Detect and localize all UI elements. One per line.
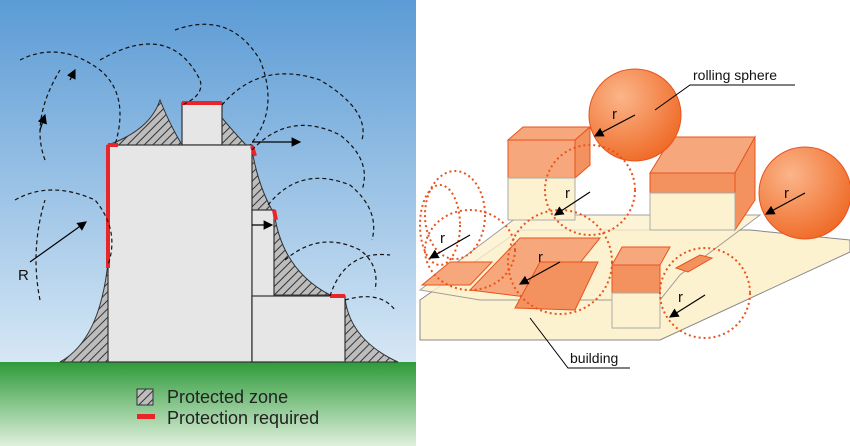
rolling-sphere-arcs [14,23,396,311]
protected-zone-upper-left [107,98,183,146]
legend-protected-zone-swatch [136,388,154,406]
radius-label-mid-sphere: r [565,185,570,202]
dotted-sphere-outlines [419,144,751,339]
radius-label-left-sphere: r [440,230,445,247]
ground [0,362,416,446]
radius-labels: r r r r r r [440,106,789,306]
radius-label-top-sphere: r [612,106,617,123]
legend-protected-zone-label: Protected zone [167,387,288,407]
legend-protection-required-swatch [137,414,155,419]
rolling-sphere-label: rolling sphere [693,67,777,83]
building-label: building [570,350,618,366]
stepped-building [107,102,346,363]
protected-zone-right [344,297,399,363]
legend: Protected zone Protection required [136,387,319,428]
callout-lines [529,84,795,369]
radius-label-right-sphere: r [784,185,789,202]
sphere-radius-arrows [428,114,806,318]
radius-label-center-sphere: r [538,249,543,266]
radius-arrows [29,68,302,263]
protection-required-marks [106,101,345,298]
right-panel: r r r r r r rolling sphere building [418,67,850,369]
legend-protection-required-label: Protection required [167,408,319,428]
left-panel: R Protected zone Protection required [0,0,416,446]
radius-label-left: R [18,267,29,284]
radius-label-lower-sphere: r [678,289,683,306]
building-blocks [420,125,756,329]
